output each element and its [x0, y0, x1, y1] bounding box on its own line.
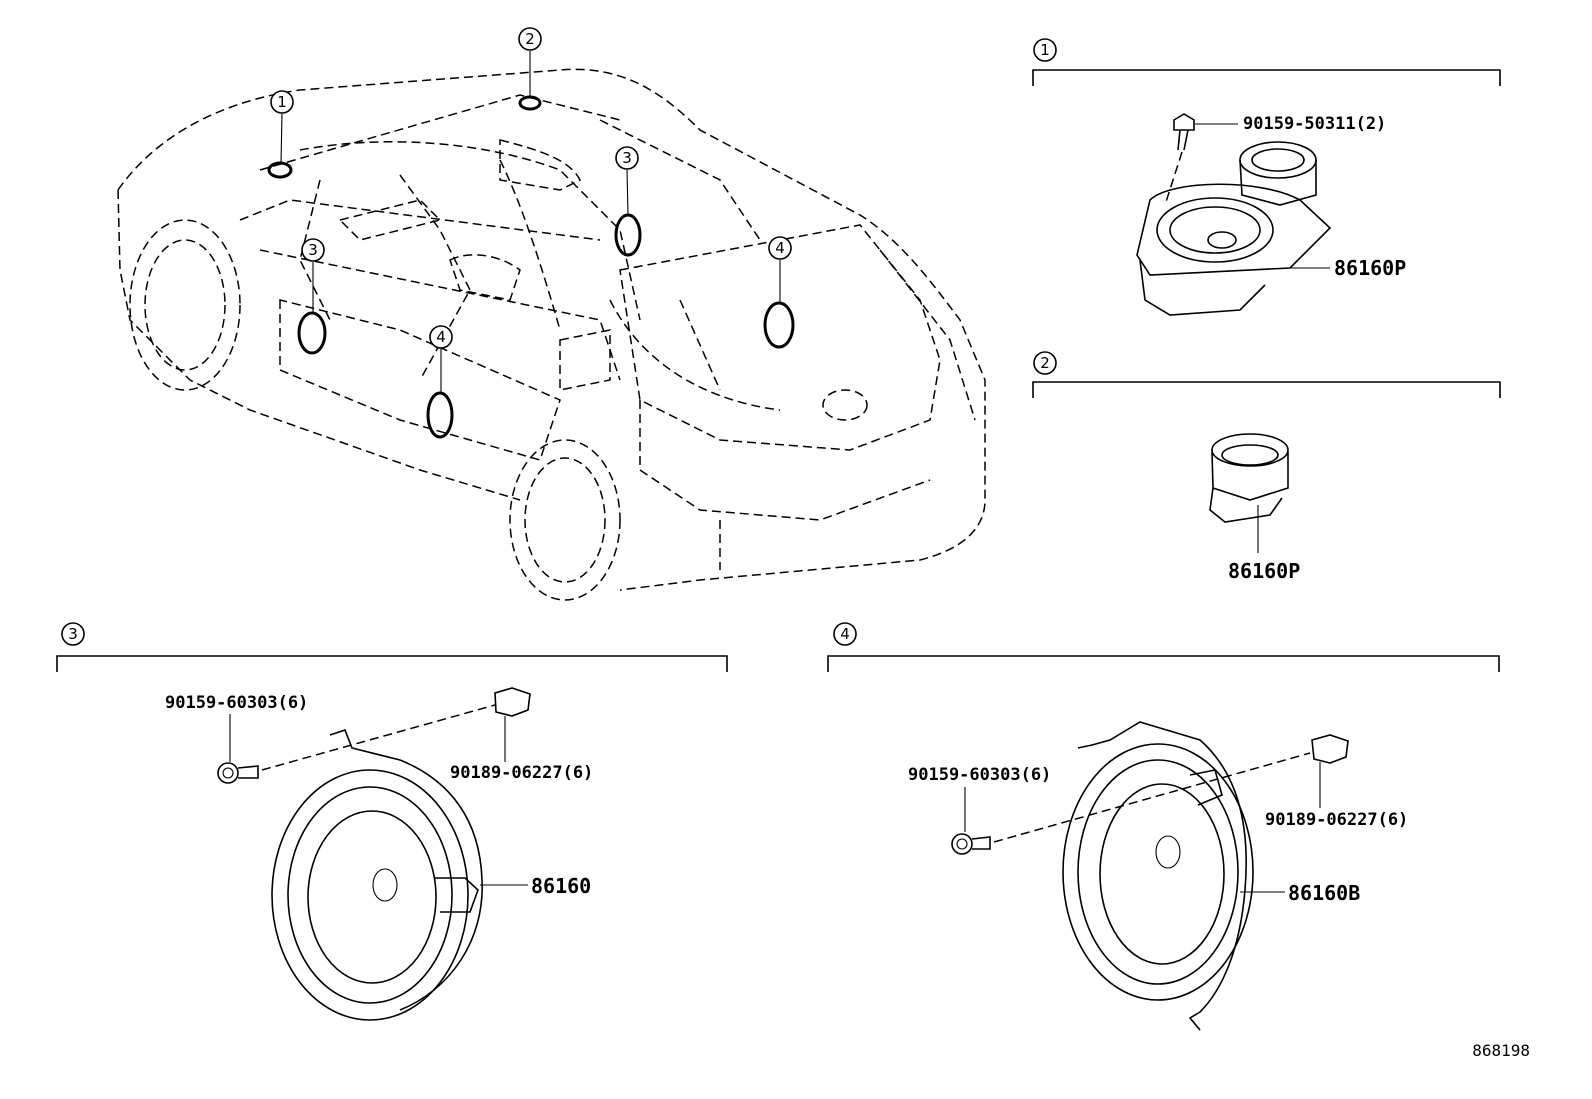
part-label-s3-bolt: 90159-60303(6)	[165, 693, 308, 713]
part-label-s3-speaker: 86160	[531, 874, 591, 898]
car-marker-4a: 4	[429, 325, 453, 349]
part-label-s4-clip: 90189-06227(6)	[1265, 810, 1408, 830]
svg-text:1: 1	[277, 93, 287, 111]
svg-text:3: 3	[68, 625, 78, 643]
car-marker-4b: 4	[768, 236, 792, 260]
part-label-s1-bolt: 90159-50311(2)	[1243, 114, 1386, 134]
door-speaker-s4	[1062, 721, 1285, 1031]
bolt-s4	[951, 752, 1311, 855]
car-marker-3b: 3	[301, 238, 325, 262]
bolt-s3	[217, 704, 496, 784]
section-1: 1	[1032, 38, 1501, 86]
car-marker-3a: 3	[615, 146, 639, 170]
svg-text:4: 4	[775, 239, 785, 257]
tweeter-speaker-s2	[1209, 433, 1289, 553]
part-label-s4-speaker: 86160B	[1288, 881, 1360, 905]
svg-text:3: 3	[308, 241, 318, 259]
car-marker-2: 2	[518, 27, 542, 51]
svg-text:3: 3	[622, 149, 632, 167]
clip-s3	[494, 687, 531, 762]
car-marker-1: 1	[270, 90, 294, 114]
section-2: 2	[1032, 351, 1501, 398]
tweeter-speaker-s1	[1136, 141, 1332, 316]
svg-text:2: 2	[1040, 354, 1050, 372]
tweeter-bolt-s1	[1164, 113, 1238, 206]
svg-text:4: 4	[840, 625, 850, 643]
section-4: 4	[827, 622, 1500, 672]
svg-text:4: 4	[436, 328, 446, 346]
svg-text:2: 2	[525, 30, 535, 48]
section-3: 3	[56, 622, 728, 672]
part-label-s1-speaker: 86160P	[1334, 256, 1406, 280]
svg-text:1: 1	[1040, 41, 1050, 59]
part-label-s2-speaker: 86160P	[1228, 559, 1300, 583]
diagram-number: 868198	[1472, 1041, 1530, 1060]
clip-s4	[1311, 734, 1349, 808]
part-label-s4-bolt: 90159-60303(6)	[908, 765, 1051, 785]
door-speaker-s3	[271, 729, 528, 1021]
part-label-s3-clip: 90189-06227(6)	[450, 763, 593, 783]
car-illustration	[117, 51, 986, 601]
